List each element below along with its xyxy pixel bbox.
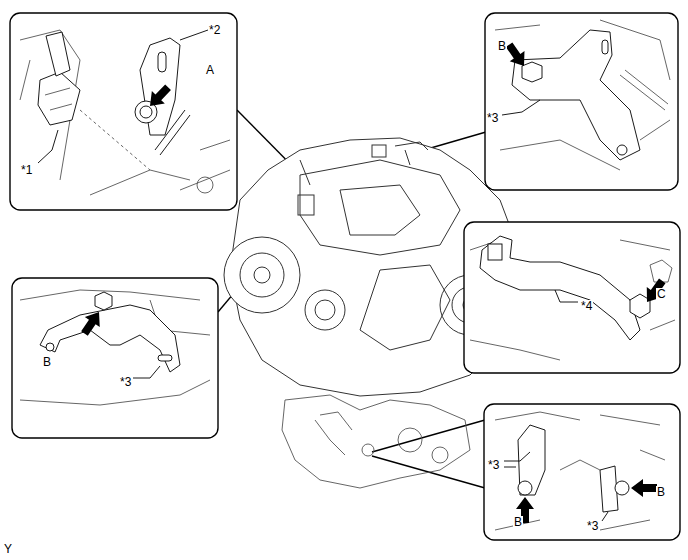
callout-label: C <box>656 288 667 301</box>
callout-label: Y <box>3 543 13 556</box>
callout-label: B <box>513 516 523 529</box>
label-holder: *4 <box>580 296 593 314</box>
label-holder: B <box>513 512 523 530</box>
label-holder: B <box>497 36 507 54</box>
label-holder: *3 <box>486 108 499 126</box>
underside-view <box>282 395 470 488</box>
callout-label: B <box>656 486 666 499</box>
callout-label: A <box>205 64 215 77</box>
label-holder: *3 <box>487 455 500 473</box>
detail-panels <box>10 13 680 540</box>
label-holder: *2 <box>208 20 221 38</box>
callout-label: *2 <box>208 24 221 37</box>
detail-top-right <box>495 20 670 170</box>
label-holder: A <box>205 60 215 78</box>
callout-label: *3 <box>487 459 500 472</box>
callout-label: B <box>42 356 52 369</box>
callout-label: B <box>497 40 507 53</box>
label-holder: Y <box>3 539 13 557</box>
detail-bottom-right <box>495 412 665 530</box>
detail-top-left <box>20 30 230 195</box>
callout-label: *3 <box>586 520 599 533</box>
label-holder: C <box>656 284 667 302</box>
callout-label: *1 <box>20 164 33 177</box>
detail-mid-left <box>20 290 210 405</box>
callout-label: *4 <box>580 300 593 313</box>
label-holder: B <box>656 482 666 500</box>
arrows <box>77 40 670 523</box>
callout-label: *3 <box>119 376 132 389</box>
leader-lines <box>38 30 608 521</box>
label-holder: *3 <box>119 372 132 390</box>
detail-mid-right <box>470 236 675 360</box>
label-holder: *1 <box>20 160 33 178</box>
callout-label: *3 <box>486 112 499 125</box>
label-holder: *3 <box>586 516 599 534</box>
label-holder: B <box>42 352 52 370</box>
